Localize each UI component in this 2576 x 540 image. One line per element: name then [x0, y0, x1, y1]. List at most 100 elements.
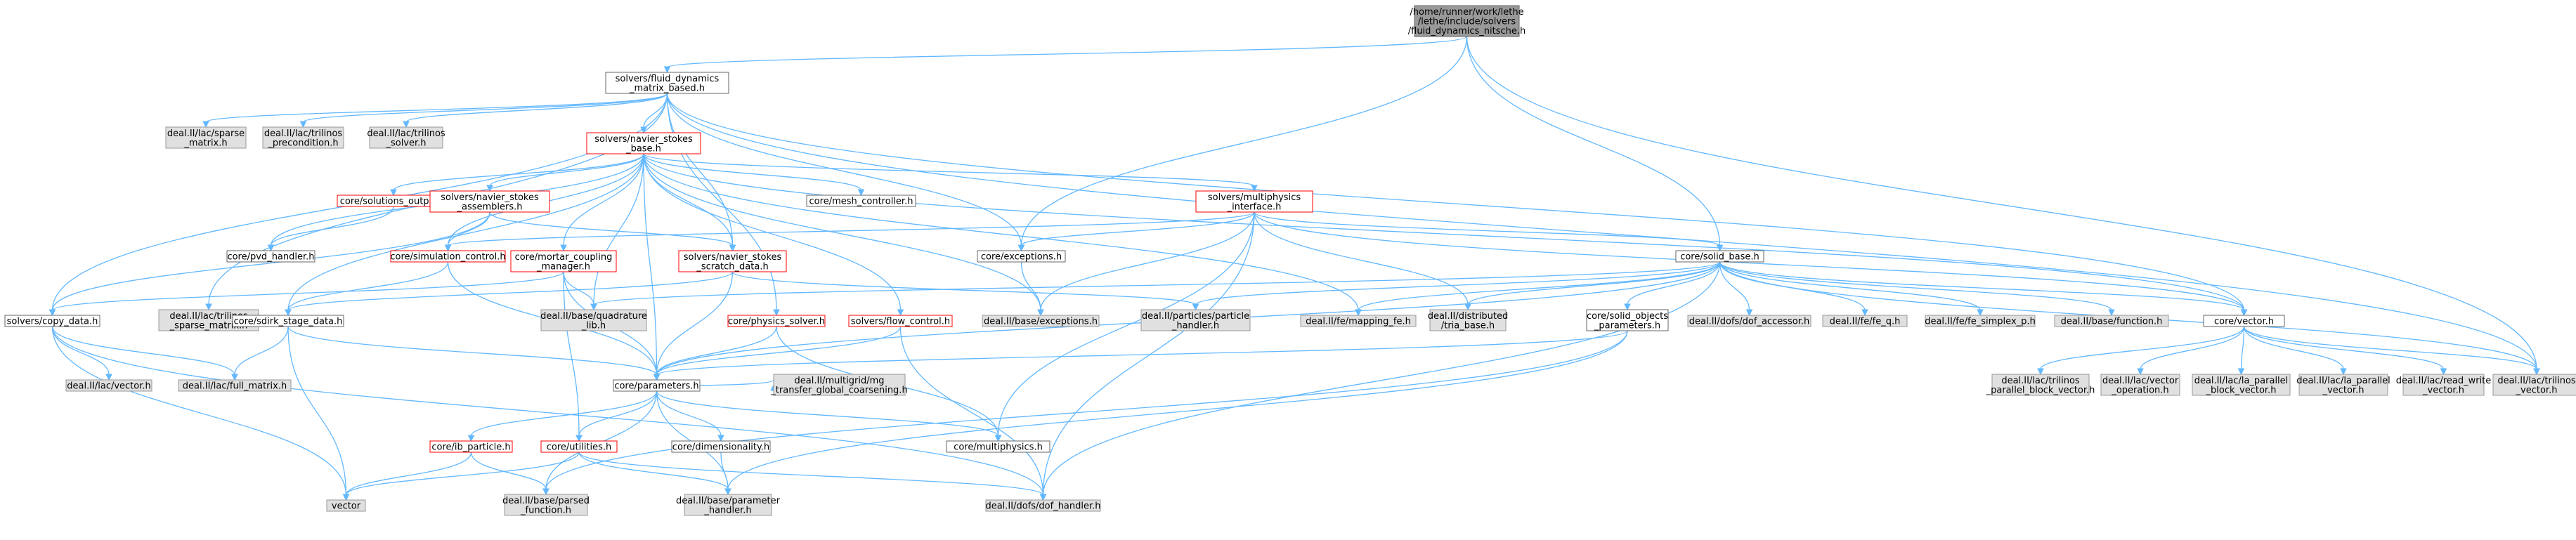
- edge-solidbase-to-corevector: [1719, 261, 2248, 317]
- node-box: [1429, 309, 1507, 331]
- node-solidbase[interactable]: core/solid_base.h: [1675, 250, 1764, 263]
- node-label-line: solvers/navier_stokes: [441, 192, 539, 203]
- edge-fdmb-to-dtrilprec: [299, 93, 668, 129]
- node-box: [1675, 250, 1764, 263]
- edge-nsscratch-to-dparticle: [731, 271, 1199, 311]
- node-dvecop: deal.II/lac/vector_operation.h: [2100, 374, 2180, 396]
- node-dbaseexc: deal.II/base/exceptions.h: [982, 315, 1100, 327]
- edge-corevector-to-dlapbv: [2237, 326, 2245, 376]
- node-label-line: vector: [332, 501, 361, 512]
- node-label-line: deal.II/base/quadrature: [540, 311, 647, 322]
- node-label-line: _parallel_block_vector.h: [1986, 385, 2095, 395]
- node-sdirk[interactable]: core/sdirk_stage_data.h: [232, 315, 344, 327]
- edge-params-to-ibparticle: [467, 390, 658, 442]
- edge-corevector-to-dreadwrite: [2243, 326, 2447, 376]
- node-label-line: solvers/navier_stokes: [594, 134, 693, 145]
- node-nsbase[interactable]: solvers/navier_stokes_base.h: [586, 132, 701, 154]
- node-label-line: solvers/fluid_dynamics: [616, 74, 720, 84]
- edge-flowctrl-to-ddofhandler: [899, 326, 1047, 501]
- node-label-line: solvers/multiphysics: [1208, 192, 1301, 203]
- node-label-line: deal.II/base/function.h: [2061, 317, 2163, 327]
- node-label-line: _base.h: [625, 143, 661, 154]
- node-label-line: core/simulation_control.h: [390, 252, 505, 263]
- edge-nsbase-to-mpinterface: [643, 153, 1258, 192]
- node-mpinterface[interactable]: solvers/multiphysics_interface.h: [1195, 190, 1313, 213]
- node-mortar[interactable]: core/mortar_coupling_manager.h: [510, 250, 617, 272]
- edge-corevector-to-dlapv: [2243, 326, 2347, 376]
- node-box: [2054, 315, 2169, 327]
- node-label-line: _matrix_based.h: [629, 83, 705, 93]
- node-box: [1195, 190, 1313, 213]
- edge-nsbase-to-solout: [390, 153, 644, 197]
- node-box: [504, 494, 588, 516]
- edge-corevector-to-dtrilpbv: [2037, 326, 2245, 376]
- node-label-line: deal.II/lac/trilinos: [169, 311, 248, 322]
- edge-sdirk-to-vector: [287, 326, 350, 501]
- node-nsscratch[interactable]: solvers/navier_stokes_scratch_data.h: [678, 250, 787, 272]
- node-label-line: core/mortar_coupling: [515, 252, 613, 263]
- node-label-line: _sparse_matrix.h: [169, 320, 248, 331]
- edge-nsbase-to-meshctrl: [643, 153, 865, 197]
- node-box: [429, 190, 550, 213]
- node-box: [977, 250, 1066, 263]
- edge-mortar-to-copydata: [48, 271, 564, 317]
- edge-sdirk-to-params: [287, 326, 661, 381]
- edge-mpinterface-to-solidbase: [1254, 211, 1724, 252]
- edge-params-to-dmg: [699, 379, 777, 391]
- node-label-line: _vector.h: [2516, 385, 2558, 395]
- node-ddofhandler: deal.II/dofs/dof_handler.h: [985, 499, 1101, 512]
- node-box: [1687, 315, 1811, 327]
- node-simctrl[interactable]: core/simulation_control.h: [390, 250, 506, 263]
- node-label-line: deal.II/fe/fe_q.h: [1830, 317, 1901, 327]
- node-label-line: _handler.h: [703, 505, 751, 515]
- node-label-line: deal.II/multigrid/mg: [795, 376, 885, 386]
- node-label-line: _assemblers.h: [456, 202, 522, 212]
- node-solidobj[interactable]: core/solid_objects_parameters.h: [1586, 309, 1669, 331]
- node-label-line: core/dimensionality.h: [672, 442, 769, 453]
- edge-simctrl-to-sdirk: [285, 261, 449, 317]
- node-box: [4, 315, 100, 327]
- node-box: [510, 250, 617, 272]
- node-params[interactable]: core/parameters.h: [613, 379, 701, 392]
- edge-nsbase-to-params: [643, 153, 661, 381]
- node-box: [1140, 309, 1251, 331]
- node-box: [678, 250, 787, 272]
- edge-flowctrl-to-params: [653, 326, 902, 381]
- node-box: [613, 379, 701, 392]
- node-box: [326, 499, 366, 512]
- node-nsassem[interactable]: solvers/navier_stokes_assemblers.h: [429, 190, 550, 213]
- node-dfullmat: deal.II/lac/full_matrix.h: [178, 379, 292, 392]
- node-pvd[interactable]: core/pvd_handler.h: [226, 250, 316, 263]
- node-label-line: deal.II/base/parameter: [676, 496, 781, 506]
- node-label-line: _handler.h: [1171, 320, 1219, 331]
- node-label-line: _block_vector.h: [2206, 385, 2277, 395]
- edge-copydata-to-dlacvec: [51, 326, 112, 381]
- node-flowctrl[interactable]: solvers/flow_control.h: [848, 315, 953, 327]
- node-multiphys[interactable]: core/multiphysics.h: [946, 440, 1050, 453]
- node-utilities[interactable]: core/utilities.h: [540, 440, 618, 453]
- node-box: [1991, 374, 2090, 396]
- node-physsolver[interactable]: core/physics_solver.h: [727, 315, 826, 327]
- node-corevector[interactable]: core/vector.h: [2203, 315, 2285, 327]
- node-label-line: deal.II/lac/la_parallel: [2194, 376, 2289, 386]
- node-dimension[interactable]: core/dimensionality.h: [671, 440, 771, 453]
- node-exceptions[interactable]: core/exceptions.h: [977, 250, 1066, 263]
- node-copydata[interactable]: solvers/copy_data.h: [4, 315, 100, 327]
- node-box: [232, 315, 344, 327]
- node-root[interactable]: /home/runner/work/lethe/lethe/include/so…: [1408, 5, 1526, 37]
- node-box: [540, 440, 618, 453]
- node-fdmb[interactable]: solvers/fluid_dynamics_matrix_based.h: [605, 72, 729, 94]
- node-label-line: deal.II/lac/trilinos: [2001, 376, 2080, 386]
- node-meshctrl[interactable]: core/mesh_controller.h: [806, 195, 916, 207]
- node-solout[interactable]: core/solutions_output.h: [337, 195, 450, 207]
- edge-mpinterface-to-exceptions: [1017, 211, 1255, 252]
- node-box: [369, 126, 443, 149]
- node-box: [671, 440, 771, 453]
- edge-ibparticle-to-dparsed: [470, 452, 549, 496]
- edge-fdmb-to-nsscratch: [666, 93, 736, 252]
- node-ibparticle[interactable]: core/ib_particle.h: [429, 440, 513, 453]
- node-label-line: deal.II/base/exceptions.h: [984, 317, 1098, 327]
- node-dfesimplex: deal.II/fe/fe_simplex_p.h: [1925, 315, 2036, 327]
- node-label-line: core/multiphysics.h: [954, 442, 1043, 453]
